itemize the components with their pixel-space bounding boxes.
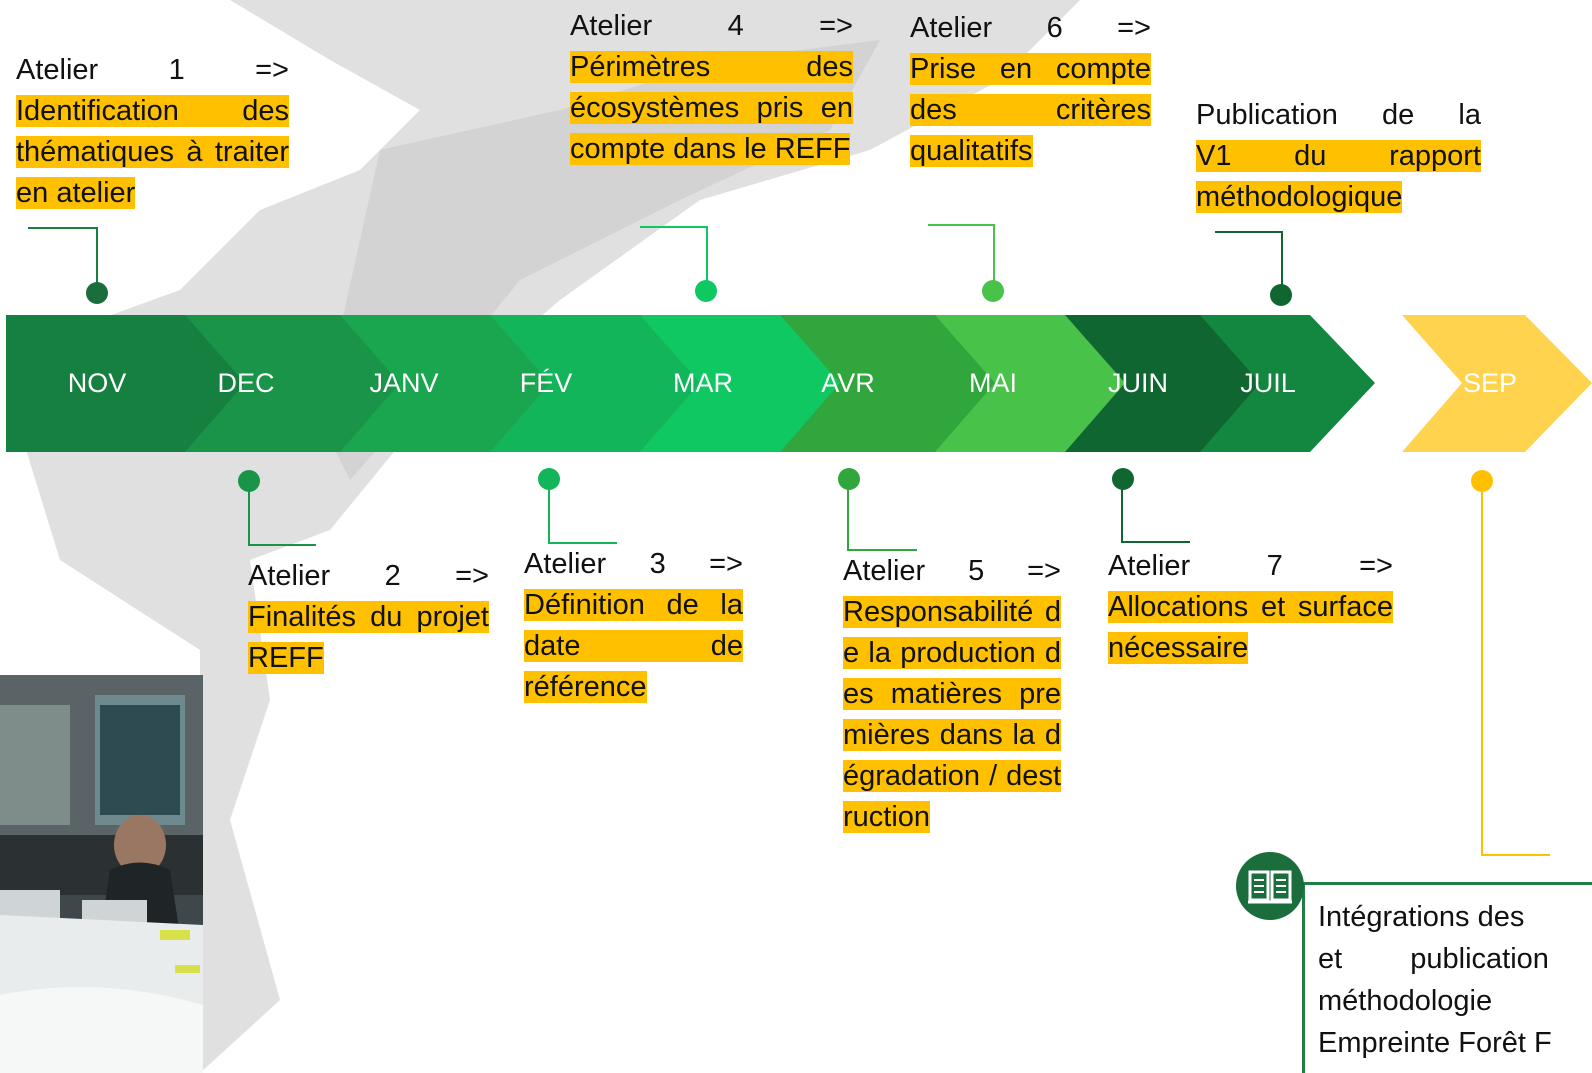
- note-publication-head: Publication de la: [1196, 99, 1481, 131]
- note-atelier-6-body: Prise en compte des critères qualitatifs: [910, 53, 1151, 167]
- meeting-photo: [0, 675, 203, 1073]
- final-line-2: et publication: [1318, 943, 1549, 975]
- note-atelier-4: Atelier 4 => Périmètres des écosystèmes …: [570, 6, 853, 170]
- month-label-mar: MAR: [673, 368, 733, 398]
- connector-a7: [1121, 484, 1190, 543]
- connector-a6: [928, 224, 995, 290]
- milestone-dot-a6: [982, 280, 1004, 302]
- connector-sep: [1481, 484, 1550, 856]
- note-atelier-5-head: Atelier 5 =>: [843, 555, 1061, 587]
- note-publication-body: V1 du rapport méthodologique: [1196, 140, 1481, 213]
- milestone-dot-pub: [1270, 284, 1292, 306]
- milestone-dot-a7: [1112, 468, 1134, 490]
- note-atelier-3-body: Définition de la date de référence: [524, 589, 743, 703]
- month-label-avr: AVR: [821, 368, 875, 398]
- month-label-fev: FÉV: [519, 368, 573, 398]
- final-line-1: Intégrations des: [1318, 901, 1525, 933]
- milestone-dot-a2: [238, 470, 260, 492]
- milestone-dot-a4: [695, 280, 717, 302]
- note-atelier-4-body: Périmètres des écosystèmes pris en compt…: [570, 51, 853, 165]
- note-atelier-7-head: Atelier 7 =>: [1108, 550, 1393, 582]
- note-atelier-2-body: Finalités du projet REFF: [248, 601, 489, 674]
- note-atelier-5: Atelier 5 => Responsabilité de la produc…: [843, 551, 1061, 838]
- note-atelier-6-head: Atelier 6 =>: [910, 12, 1151, 44]
- chevron-sep: [1402, 315, 1592, 452]
- note-atelier-7: Atelier 7 => Allocations et surface néce…: [1108, 546, 1393, 669]
- note-atelier-2-head: Atelier 2 =>: [248, 560, 489, 592]
- connector-a3: [548, 484, 617, 544]
- final-line-4: Empreinte Forêt F: [1318, 1027, 1552, 1059]
- chevron-nov: [6, 315, 245, 452]
- milestone-dot-sep: [1471, 470, 1493, 492]
- milestone-dot-a1: [86, 282, 108, 304]
- month-label-sep: SEP: [1462, 368, 1518, 398]
- month-label-nov: NOV: [67, 368, 127, 398]
- connector-a2: [248, 484, 316, 546]
- final-line-3: méthodologie: [1318, 985, 1493, 1017]
- note-atelier-3: Atelier 3 => Définition de la date de ré…: [524, 544, 743, 708]
- note-atelier-1-head: Atelier 1 =>: [16, 54, 289, 86]
- final-deliverable-text: Intégrations des et publication méthodol…: [1318, 896, 1592, 1064]
- month-label-janv: JANV: [369, 368, 439, 398]
- note-atelier-2: Atelier 2 => Finalités du projet REFF: [248, 556, 489, 679]
- note-publication: Publication de la V1 du rapport méthodol…: [1196, 95, 1481, 218]
- note-atelier-1: Atelier 1 => Identification des thématiq…: [16, 50, 289, 214]
- month-label-juin: JUIN: [1108, 368, 1168, 398]
- note-atelier-3-head: Atelier 3 =>: [524, 548, 743, 580]
- month-label-dec: DEC: [217, 368, 275, 398]
- month-label-juil: JUIL: [1240, 368, 1296, 398]
- note-atelier-4-head: Atelier 4 =>: [570, 10, 853, 42]
- note-atelier-5-body: Responsabilité de la production des mati…: [843, 596, 1061, 833]
- connector-a4: [640, 226, 708, 290]
- milestone-dot-a5: [838, 468, 860, 490]
- milestone-dot-a3: [538, 468, 560, 490]
- chevron-avr: [755, 315, 995, 452]
- chevron-dec: [155, 315, 400, 452]
- note-atelier-6: Atelier 6 => Prise en compte des critère…: [910, 8, 1151, 172]
- final-deliverable-card: [1302, 882, 1592, 1073]
- note-atelier-7-body: Allocations et surface nécessaire: [1108, 591, 1393, 664]
- note-atelier-1-body: Identification des thématiques à traiter…: [16, 95, 289, 209]
- connector-a5: [847, 484, 917, 551]
- connector-a1: [28, 227, 98, 292]
- month-label-mai: MAI: [968, 368, 1017, 398]
- book-icon: [1236, 852, 1304, 920]
- connector-pub: [1215, 231, 1283, 295]
